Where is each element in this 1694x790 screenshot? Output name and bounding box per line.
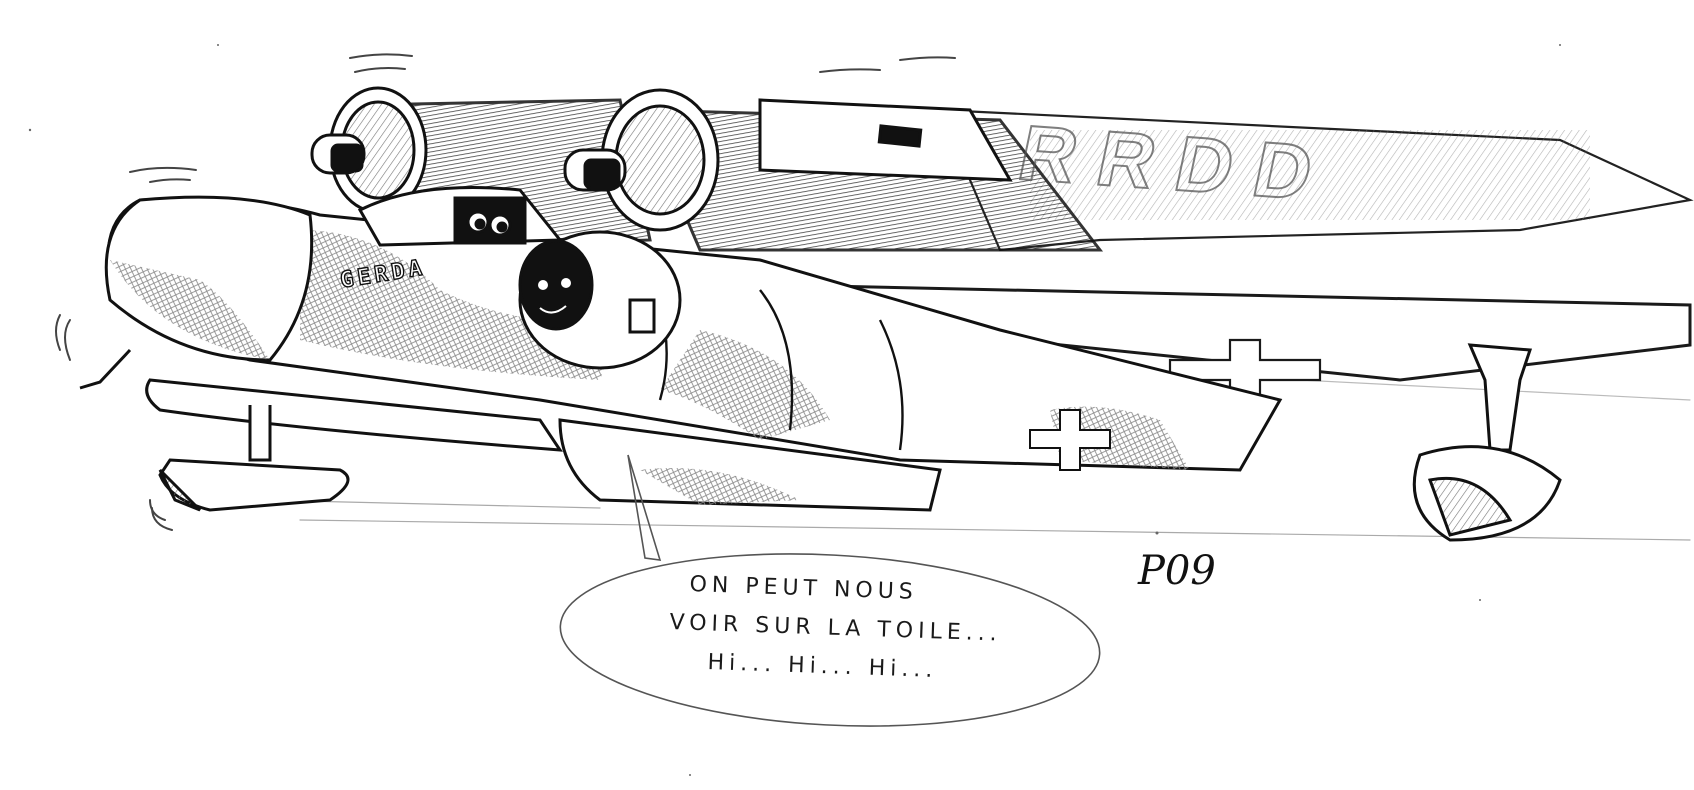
engine-right	[563, 88, 1104, 252]
tail-fin	[938, 108, 1694, 252]
speech-bubble	[559, 454, 1101, 727]
artist-signature: P09	[1138, 548, 1216, 594]
float-left	[145, 378, 563, 512]
float-right	[1412, 343, 1562, 542]
float-main	[558, 418, 942, 512]
paper-specks	[28, 44, 1561, 776]
cockpit	[357, 186, 564, 247]
intake-face	[518, 230, 682, 370]
